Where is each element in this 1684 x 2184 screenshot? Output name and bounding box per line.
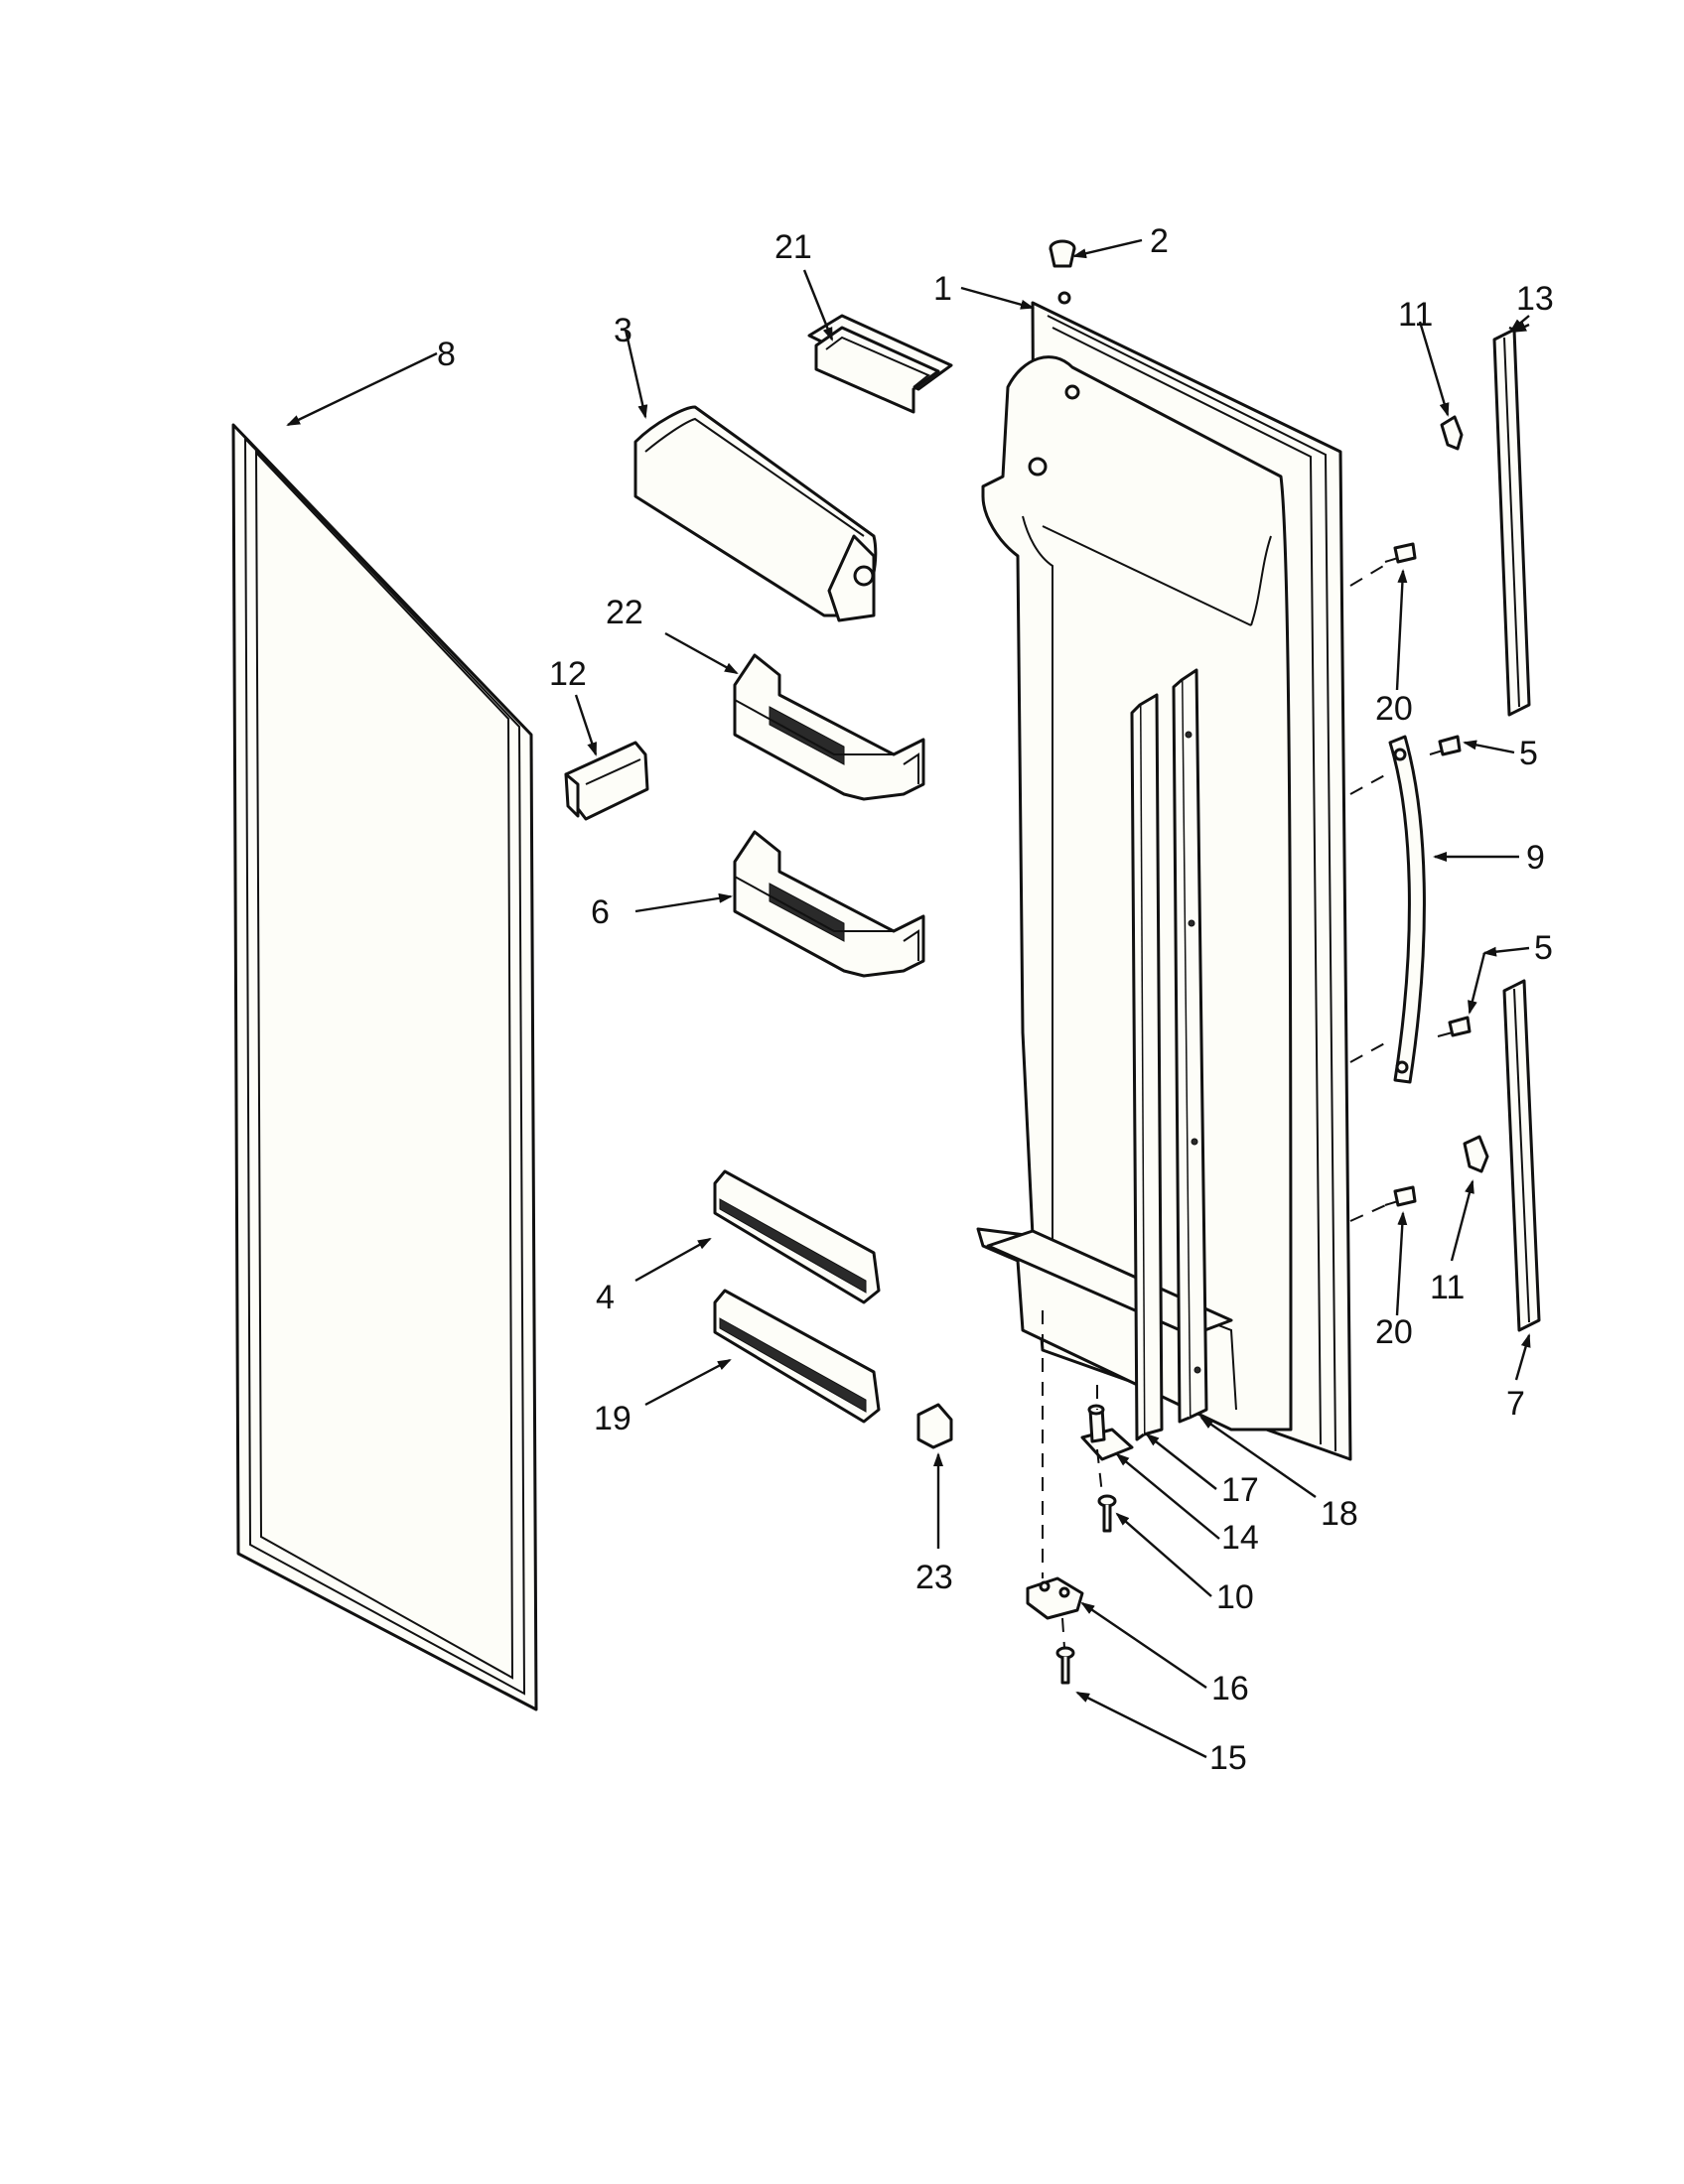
callout-4: 4 [596, 1279, 615, 1316]
trim-upper-part [1492, 328, 1531, 717]
callout-12: 12 [549, 655, 587, 693]
leader-lines [286, 238, 1531, 1759]
callout-19: 19 [594, 1400, 632, 1437]
trim-lower-part [1502, 979, 1541, 1332]
hinge-bracket-part [1080, 1404, 1134, 1461]
callout-11-lower: 11 [1430, 1269, 1465, 1306]
callout-18: 18 [1321, 1495, 1358, 1533]
callout-6: 6 [591, 893, 610, 931]
callout-10: 10 [1216, 1578, 1254, 1616]
shelf-support-18-part [1172, 668, 1208, 1424]
callout-15: 15 [1209, 1739, 1247, 1777]
clip-11-lower-part [1463, 1135, 1489, 1173]
callout-22: 22 [606, 594, 643, 631]
callout-3: 3 [614, 312, 632, 349]
door-gasket-part [231, 423, 538, 1711]
callout-7: 7 [1506, 1385, 1525, 1423]
screw-20-upper-part [1384, 542, 1417, 564]
callout-17: 17 [1221, 1471, 1259, 1509]
callout-11-upper: 11 [1398, 296, 1433, 334]
screw-20-lower-part [1384, 1185, 1417, 1207]
callout-20-upper: 20 [1375, 690, 1413, 728]
door-stop-part [916, 1403, 953, 1449]
callout-2: 2 [1150, 222, 1169, 260]
callout-21: 21 [774, 228, 812, 266]
shelf-support-17-part [1130, 693, 1164, 1441]
screw-5-lower-part [1437, 1016, 1472, 1037]
callout-23: 23 [915, 1559, 953, 1596]
screw-10-part [1097, 1494, 1117, 1533]
door-liner-part [976, 301, 1352, 1461]
callout-9: 9 [1526, 839, 1545, 877]
callout-labels: 1 2 3 4 5 5 6 7 8 9 10 11 11 12 13 14 15… [437, 222, 1554, 1777]
callout-20-lower: 20 [1375, 1313, 1413, 1351]
callout-8: 8 [437, 336, 456, 373]
callout-13: 13 [1516, 280, 1554, 318]
assembly-lines [1042, 561, 1391, 1649]
door-plug-part [1049, 239, 1076, 305]
callout-5-lower: 5 [1534, 929, 1553, 967]
door-bin-upper-part [733, 653, 925, 801]
screw-5-upper-part [1429, 735, 1462, 756]
small-bin-part [807, 314, 953, 414]
door-bin-lower-part [733, 830, 925, 978]
shelf-rail-lower-part [713, 1289, 881, 1424]
screw-15-part [1055, 1646, 1075, 1685]
callout-1: 1 [933, 270, 952, 308]
clip-part [564, 741, 649, 821]
callout-14: 14 [1221, 1519, 1259, 1557]
door-handle-part [1388, 735, 1426, 1084]
clip-11-upper-part [1440, 415, 1464, 451]
hinge-part [1026, 1576, 1084, 1620]
shelf-rail-upper-part [713, 1169, 881, 1304]
dairy-door-part [633, 405, 878, 622]
callout-16: 16 [1211, 1670, 1249, 1707]
callout-5-upper: 5 [1519, 735, 1538, 772]
